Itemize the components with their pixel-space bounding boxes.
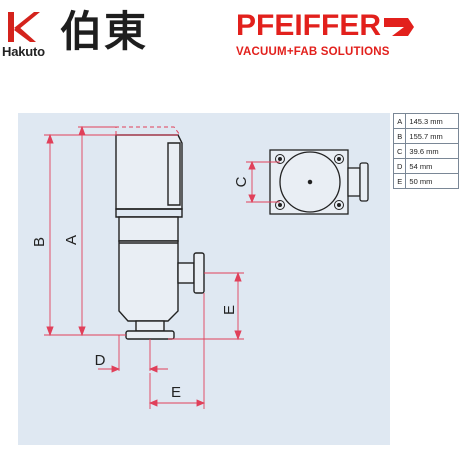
label-E-vertical: E xyxy=(221,305,238,315)
hakuto-wordmark: Hakuto xyxy=(2,44,45,59)
dimension-value: 39.6 mm xyxy=(405,143,460,159)
side-dimension-lines xyxy=(44,125,244,409)
dimension-value: 50 mm xyxy=(405,173,460,189)
top-dimension-lines xyxy=(246,160,280,204)
dimension-value: 54 mm xyxy=(405,158,460,174)
label-C: C xyxy=(233,176,250,187)
dimension-value: 145.3 mm xyxy=(405,113,460,129)
dimension-key: C xyxy=(392,143,407,159)
hakuto-kanji: 伯東 xyxy=(60,7,149,56)
dimension-key: D xyxy=(392,158,407,174)
dimension-key: E xyxy=(392,173,407,189)
top-view-screws xyxy=(275,154,344,210)
drawing-panel: B A C D E E xyxy=(18,113,390,445)
dimension-value: 155.7 mm xyxy=(405,128,460,144)
label-D: D xyxy=(95,352,106,369)
hakuto-logo-icon xyxy=(8,12,40,42)
valve-drawing: B A C D E E xyxy=(31,125,369,409)
valve-side-view xyxy=(115,134,205,340)
hakuto-logo: Hakuto 伯東 xyxy=(2,8,162,64)
pfeiffer-tagline: VACUUM+FAB SOLUTIONS xyxy=(236,46,390,58)
label-B: B xyxy=(31,237,48,247)
pfeiffer-name: PFEIFFER xyxy=(236,9,382,42)
dimension-letters: B A C D E E xyxy=(31,176,250,401)
open-position-outline xyxy=(115,126,181,136)
dimension-key: B xyxy=(392,128,407,144)
pfeiffer-logo: PFEIFFER VACUUM+FAB SOLUTIONS xyxy=(236,10,456,66)
dimension-key: A xyxy=(392,113,407,129)
label-A: A xyxy=(63,235,80,245)
arrow-icon xyxy=(384,18,414,36)
label-E-horizontal: E xyxy=(171,384,181,401)
